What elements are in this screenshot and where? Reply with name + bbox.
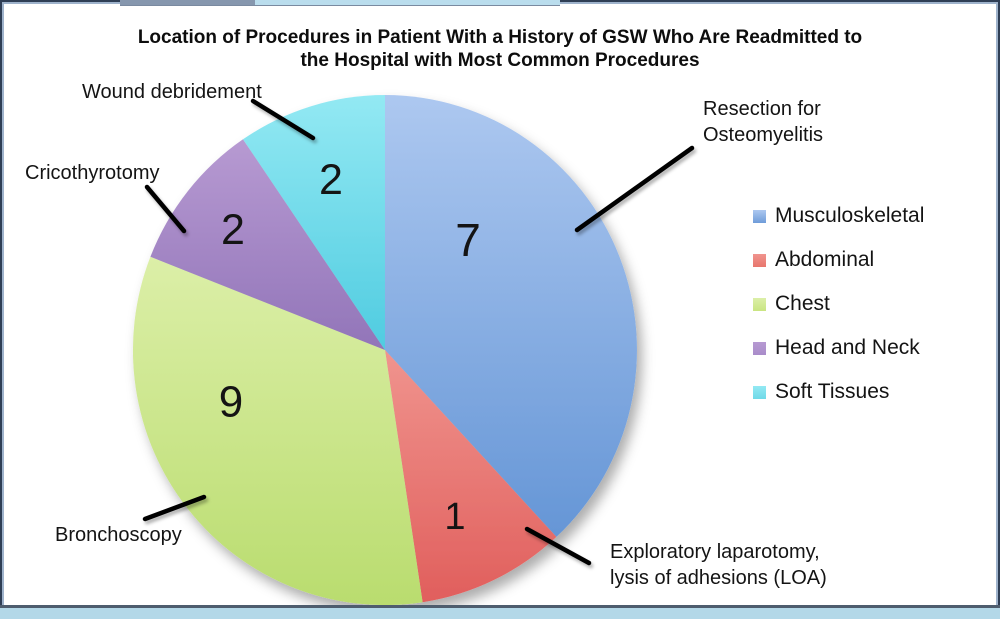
- callout-line-abdominal: [524, 526, 592, 566]
- theme-bottom-band: [0, 608, 1000, 619]
- chart-title-line: the Hospital with Most Common Procedures: [300, 50, 700, 71]
- legend-label: Abdominal: [775, 248, 875, 271]
- annotation-line: Exploratory laparotomy,: [610, 541, 820, 563]
- chart-title: Location of Procedures in Patient With a…: [0, 26, 1000, 72]
- slice-annotation-soft-tissues: Wound debridement: [82, 79, 262, 105]
- theme-strip-underline: [120, 5, 560, 6]
- legend-label: Head and Neck: [775, 336, 920, 359]
- annotation-line: Osteomyelitis: [703, 124, 824, 146]
- pie-slice-musculoskeletal: [385, 95, 637, 537]
- annotation-line: Resection for: [703, 98, 821, 120]
- pie-slice-chest: [132, 256, 423, 606]
- pie-slice-head-and-neck: [150, 139, 385, 350]
- annotation-line: Bronchoscopy: [55, 524, 182, 546]
- legend-label: Soft Tissues: [775, 380, 890, 403]
- slice-annotation-chest: Bronchoscopy: [55, 522, 182, 548]
- slice-annotation-abdominal: Exploratory laparotomy, lysis of adhesion…: [610, 539, 827, 591]
- legend-swatch-icon: [753, 253, 766, 267]
- annotation-line: Cricothyrotomy: [25, 162, 160, 184]
- legend-label: Musculoskeletal: [775, 204, 925, 227]
- legend-swatch-icon: [753, 209, 766, 223]
- callout-line-chest: [142, 494, 207, 522]
- annotation-line: Wound debridement: [82, 81, 262, 103]
- chart-title-line: Location of Procedures in Patient With a…: [137, 27, 863, 48]
- slice-value-label-soft-tissues: 2: [319, 156, 343, 204]
- pie-slice-soft-tissues: [243, 94, 385, 350]
- legend-item-chest: Chest: [753, 292, 924, 315]
- slice-value-label-abdominal: 1: [444, 496, 465, 538]
- legend-item-soft-tissues: Soft Tissues: [753, 380, 924, 403]
- legend-swatch-icon: [753, 385, 766, 399]
- slice-annotation-head-and-neck: Cricothyrotomy: [25, 160, 159, 186]
- callout-line-soft-tissues: [250, 98, 316, 141]
- pie-slice-abdominal: [385, 350, 557, 603]
- legend-swatch-icon: [753, 297, 766, 311]
- annotation-line: lysis of adhesions (LOA): [610, 567, 827, 589]
- slice-value-label-musculoskeletal: 7: [455, 214, 481, 266]
- legend-item-head-and-neck: Head and Neck: [753, 336, 924, 359]
- callout-line-head-and-neck: [144, 184, 187, 234]
- legend-label: Chest: [775, 292, 830, 315]
- bottom-divider-line: [0, 605, 1000, 608]
- legend-item-abdominal: Abdominal: [753, 248, 924, 271]
- callout-line-musculoskeletal: [574, 145, 695, 233]
- legend-item-musculoskeletal: Musculoskeletal: [753, 204, 925, 227]
- legend-swatch-icon: [753, 341, 766, 355]
- slice-value-label-chest: 9: [219, 378, 243, 427]
- slice-value-label-head-and-neck: 2: [221, 206, 245, 254]
